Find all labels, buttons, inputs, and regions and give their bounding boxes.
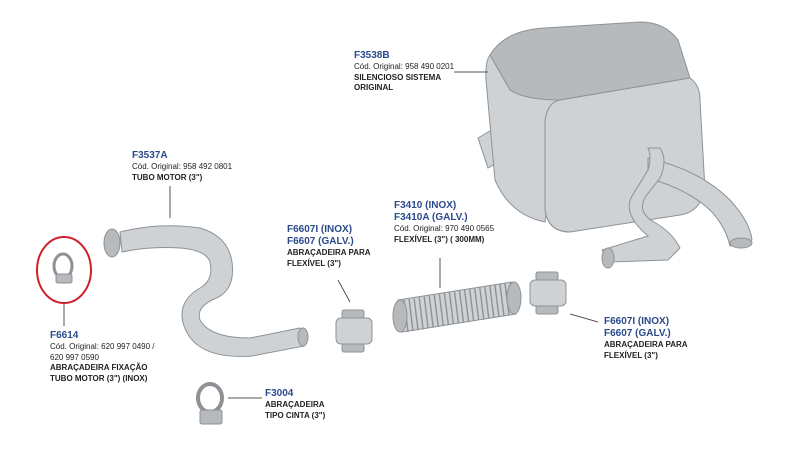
part-name-line: ORIGINAL (354, 83, 394, 92)
label-flexible-pipe: F3410 (INOX) F3410A (GALV.) Cód. Origina… (394, 200, 494, 245)
label-engine-pipe: F3537A Cód. Original: 958 492 0801 TUBO … (132, 150, 232, 183)
flex-clamp-left-bolt-bottom (341, 343, 365, 353)
flexible-pipe-rib (484, 286, 490, 319)
part-name-line: ABRAÇADEIRA FIXAÇÃO (50, 363, 148, 372)
flexible-pipe-part (392, 281, 522, 333)
label-muffler: F3538B Cód. Original: 958 490 0201 SILEN… (354, 50, 454, 94)
part-code-line: F6607I (INOX) (287, 224, 353, 235)
flexible-pipe-rib (479, 287, 485, 320)
flexible-pipe-rib (413, 298, 419, 331)
muffler-inlet-pipe (601, 147, 681, 263)
flexible-pipe-rib (463, 289, 470, 322)
flexible-pipe-rib (428, 295, 434, 328)
part-code: F6614 (50, 330, 79, 341)
leader-lines (63, 71, 599, 399)
flexible-pipe-rib (453, 291, 460, 324)
flexible-pipe-rib (458, 290, 465, 323)
part-code-line: F6607I (INOX) (604, 316, 670, 327)
flex-clamp-left-body (335, 317, 373, 345)
label-clamp-right: F6607I (INOX) F6607 (GALV.) ABRAÇADEIRA … (604, 316, 688, 361)
flexible-pipe-rib (489, 285, 495, 318)
strap-clamp-band (196, 382, 224, 414)
leader-clamp-right (569, 313, 599, 323)
part-code-line: F6607 (GALV.) (604, 328, 671, 339)
label-clamp-left: F6607I (INOX) F6607 (GALV.) ABRAÇADEIRA … (287, 224, 371, 269)
flexible-pipe-rib (443, 293, 450, 326)
muffler-front-face (544, 77, 706, 233)
part-code: F3538B (354, 50, 390, 61)
original-code: Cód. Original: 958 492 0801 (132, 162, 233, 171)
muffler-body (485, 54, 561, 223)
flexible-pipe-rib (433, 294, 439, 327)
part-name-line: ABRAÇADEIRA PARA (287, 248, 371, 257)
flexible-pipe-right-end (506, 281, 522, 315)
engine-pipe-clamp-bolt (55, 273, 73, 284)
flexible-pipe-rib (473, 287, 480, 321)
part-name-line: TUBO MOTOR (3") (132, 172, 203, 182)
original-code: Cód. Original: 970 490 0565 (394, 224, 495, 233)
original-code-line: 620 997 0590 (50, 352, 99, 362)
part-name-line: SILENCIOSO SISTEMA (354, 72, 442, 82)
part-name-line: FLEXÍVEL (3") (287, 258, 341, 268)
flex-clamp-left-part (335, 309, 373, 353)
flexible-pipe-rib (499, 283, 505, 316)
flexible-pipe-rib (423, 296, 429, 329)
label-engine-pipe-clamp: F6614 Cód. Original: 620 997 0490 / 620 … (50, 330, 155, 384)
strap-clamp-bolt (199, 409, 223, 425)
part-name-line: TIPO CINTA (3") (265, 410, 326, 420)
highlight-circle (36, 236, 92, 304)
original-code-line: Cód. Original: 620 997 0490 / (50, 342, 155, 351)
part-code: F3004 (265, 388, 294, 399)
flex-clamp-right-body (529, 279, 567, 307)
label-strap-clamp: F3004 ABRAÇADEIRA TIPO CINTA (3") (265, 388, 325, 421)
flexible-pipe-rib (408, 299, 414, 332)
flexible-pipe-rib (468, 288, 475, 321)
flexible-pipe-rib (448, 292, 455, 325)
muffler-inlet-opening (601, 247, 615, 269)
part-name-line: FLEXÍVEL (3") ( 300mm) (394, 234, 485, 244)
flex-clamp-left-bolt-top (341, 309, 365, 319)
engine-pipe-part (103, 225, 309, 357)
part-code-line: F3410A (GALV.) (394, 212, 468, 223)
strap-clamp-part (196, 382, 224, 425)
flex-clamp-right-bolt-bottom (535, 305, 559, 315)
engine-pipe-outlet (297, 327, 309, 347)
muffler-part (477, 21, 753, 269)
flex-clamp-right-bolt-top (535, 271, 559, 281)
muffler-outlet-opening (729, 237, 753, 249)
flexible-pipe-rib (438, 293, 445, 327)
part-name-line: ABRAÇADEIRA PARA (604, 340, 688, 349)
engine-pipe-inlet-flare (103, 228, 121, 258)
original-code: Cód. Original: 958 490 0201 (354, 62, 455, 71)
flexible-pipe-rib (494, 284, 500, 317)
flexible-pipe-rib (418, 297, 424, 330)
leader-clamp-left (337, 279, 351, 303)
part-code-line: F6607 (GALV.) (287, 236, 354, 247)
engine-pipe-clamp-part (36, 236, 92, 304)
flexible-pipe-left-end (392, 299, 408, 333)
flexible-pipe-ribs (403, 281, 515, 333)
part-name-line: ABRAÇADEIRA (265, 400, 325, 409)
part-name-line: FLEXÍVEL (3") (604, 350, 658, 360)
part-code: F3537A (132, 150, 168, 161)
part-name-line: TUBO MOTOR (3") (INOX) (50, 373, 148, 383)
part-code-line: F3410 (INOX) (394, 200, 457, 211)
flex-clamp-right-part (529, 271, 567, 315)
